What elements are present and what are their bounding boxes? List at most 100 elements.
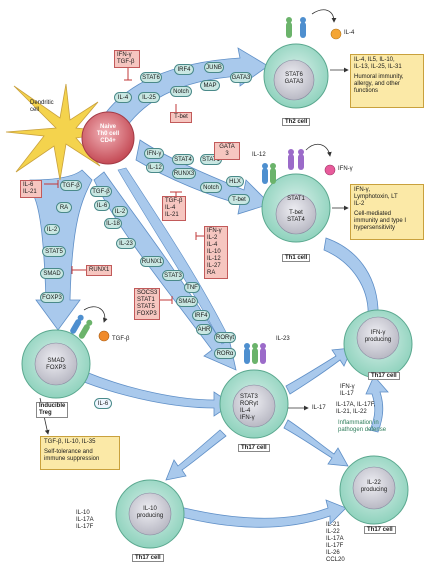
th2-factor-gata3: GATA3: [230, 72, 252, 83]
treg-inhibitor-runx1: RUNX1: [86, 265, 112, 276]
th17-factor-il6: IL-6: [94, 200, 110, 211]
th17-factor-il18: IL-18: [104, 218, 122, 229]
il22-producing-nucleus: [352, 466, 396, 510]
treg-receptor: [70, 314, 93, 339]
th2-inhibitor-box: IFN-γ TGF-β: [114, 50, 140, 68]
th17-inhibitor-big: IFN-γ IL-2 IL-4 IL-10 IL-12 IL-27 RA: [204, 226, 228, 279]
th17-receptor-label: IL-23: [276, 336, 290, 342]
th2-nucleus: [273, 59, 315, 101]
treg-factor-smad: SMAD: [40, 268, 64, 279]
th17-factor-tnf: TNF: [184, 282, 200, 293]
th17-inhibitor-mid: TGF-β IL-4 IL-21: [162, 196, 186, 221]
treg-factor-il2: IL-2: [44, 224, 60, 235]
il10-producing-cell-name: Th17 cell: [132, 554, 164, 562]
th1-cytokine-label: IFN-γ: [338, 166, 353, 172]
inhibit-socs: [160, 296, 173, 304]
il10-producing-nucleus-label: IL-10 producing: [136, 506, 164, 519]
th1-function-text: Cell-mediated immunity and type I hypers…: [354, 211, 407, 231]
th2-cell-name: Th2 cell: [282, 118, 311, 126]
arrow-il22-ifng: [365, 375, 389, 433]
ifng-producing-cell-name: Th17 cell: [368, 372, 400, 380]
th1-cytokine-ball: [324, 164, 336, 176]
arrow-th17-to-il22: [283, 419, 349, 467]
dendritic-cell-label: Dendritic cell: [30, 100, 54, 113]
dendritic-cell: [5, 83, 115, 181]
th1-factor-hlx: HLX: [226, 176, 244, 187]
th2-factor-stat6: STAT6: [140, 72, 162, 83]
inhibit-runx1: [71, 266, 86, 274]
th17-function-text: Inflammation in pathogen defense: [338, 420, 387, 433]
arrow-treg-to-th17: [83, 371, 233, 417]
th2-factor-junb: JUNB: [204, 62, 224, 73]
th17-factor-il23: IL-23: [116, 238, 136, 249]
th2-factor-irf4: IRF4: [174, 64, 194, 75]
th2-receptor: [286, 17, 306, 38]
treg-cell-name: Inducible Treg: [36, 402, 69, 418]
th17-il17-label: IL-17: [312, 405, 326, 411]
treg-factor-tgfb: TGF-β: [60, 180, 82, 191]
th17-factor-runx1: RUNX1: [140, 256, 164, 267]
th1-factor-notch: Notch: [200, 182, 222, 193]
th2-factor-il4: IL-4: [114, 92, 132, 103]
il22-producing-nucleus-label: IL-22 producing: [360, 480, 388, 493]
th1-inhibitor-box: GATA 3: [214, 142, 240, 160]
il10-producing-nucleus: [128, 492, 172, 536]
treg-output-box: TGF-β, IL-10, IL-35 Self-tolerance and i…: [40, 436, 120, 470]
treg-cytokine-label: TGF-β: [112, 336, 130, 342]
treg-factor-foxp3: FOXP3: [40, 292, 64, 303]
th2-factor-il25: IL-25: [138, 92, 160, 103]
th2-cytokine-ball: [330, 28, 342, 40]
th1-output-box: IFN-γ, Lymphotoxin, LT IL-2 Cell-mediate…: [350, 184, 424, 240]
th2-function-text: Humoral immunity, allergy, and other fun…: [354, 74, 404, 94]
th17-factor-tgfb: TGF-β: [90, 186, 112, 197]
th1-feedback-arrow: [305, 143, 332, 157]
th2-factor-map: MAP: [200, 80, 220, 91]
treg-function-text: Self-tolerance and immune suppression: [44, 449, 100, 462]
th17-factor-irf4: IRF4: [192, 310, 210, 321]
arrow-il10-il22: [175, 499, 347, 528]
th17-nucleus-label: STAT3 RORγt IL-4 IFN-γ: [240, 394, 258, 421]
th17-nucleus: [232, 384, 276, 428]
th17-factor-smad: SMAD: [176, 296, 198, 307]
treg-nucleus: [34, 342, 78, 386]
th1-cell-name: Th1 cell: [282, 254, 311, 262]
treg-factor-stat5: STAT5: [42, 246, 66, 257]
ifng-producing-outputs: IFN-γ IL-17: [340, 384, 355, 397]
th1-factor-runx3: RUNX3: [172, 168, 196, 179]
arrow-th17-to-il10: [165, 429, 227, 481]
th2-tbet-box: T-bet: [170, 112, 192, 123]
th1-factor-il12: IL-12: [146, 162, 164, 173]
il22-producing-cell-name: Th17 cell: [364, 526, 396, 534]
ifng-producing-nucleus: [356, 316, 400, 360]
treg-cytokine-ball: [98, 330, 110, 342]
th17-factor-stat3: STAT3: [162, 270, 184, 281]
th17-output-text: IL-17A, IL-17F, IL-21, IL-22: [336, 402, 376, 415]
th1-factor-stat4: STAT4: [172, 154, 194, 165]
treg-feedback-arrow: [83, 306, 108, 323]
th2-output-box: IL-4, IL5, IL-10, IL-13, IL-25, IL-31 Hu…: [350, 54, 424, 108]
th1-output-text: IFN-γ, Lymphotoxin, LT IL-2: [354, 187, 398, 207]
th17-factor-rora: RORα: [214, 348, 236, 359]
ifng-producing-nucleus-label: IFN-γ producing: [364, 330, 392, 343]
il10-producing-outputs: IL-10 IL-17A IL-17F: [76, 510, 94, 530]
treg-output-text: TGF-β, IL-10, IL-35: [44, 439, 96, 445]
th1-receptor-left: [262, 163, 276, 184]
th17-inhibitor-socs: SOCS3 STAT1 STAT5 FOXP3: [134, 288, 160, 320]
inhibit-il6-il21: [44, 180, 59, 188]
naive-cell-label: Naive Th0 cell CD4+: [96, 124, 120, 144]
th1-receptor-label: IL-12: [252, 152, 266, 158]
th17-cell-name: Th17 cell: [238, 444, 270, 452]
il22-producing-outputs: IL-21 IL-22 IL-17A IL-17F IL-26 CCL20: [326, 522, 345, 563]
th1-factor-tbet: T-bet: [228, 194, 250, 205]
th2-cytokine-label: IL-4: [344, 30, 355, 36]
th1-nucleus-label: STAT1 T-bet STAT4: [287, 196, 305, 223]
th1-factor-ifng: IFN-γ: [144, 148, 164, 159]
th2-output-text: IL-4, IL5, IL-10, IL-13, IL-25, IL-31: [354, 57, 402, 70]
th2-nucleus-label: STAT6 GATA3: [284, 72, 304, 85]
th1-receptor-right: [288, 149, 304, 170]
th17-receptor: [244, 343, 266, 364]
treg-nucleus-label: SMAD FOXP3: [46, 358, 66, 371]
th17-factor-rorgt: RORγt: [214, 332, 236, 343]
th2-factor-notch: Notch: [170, 86, 192, 97]
